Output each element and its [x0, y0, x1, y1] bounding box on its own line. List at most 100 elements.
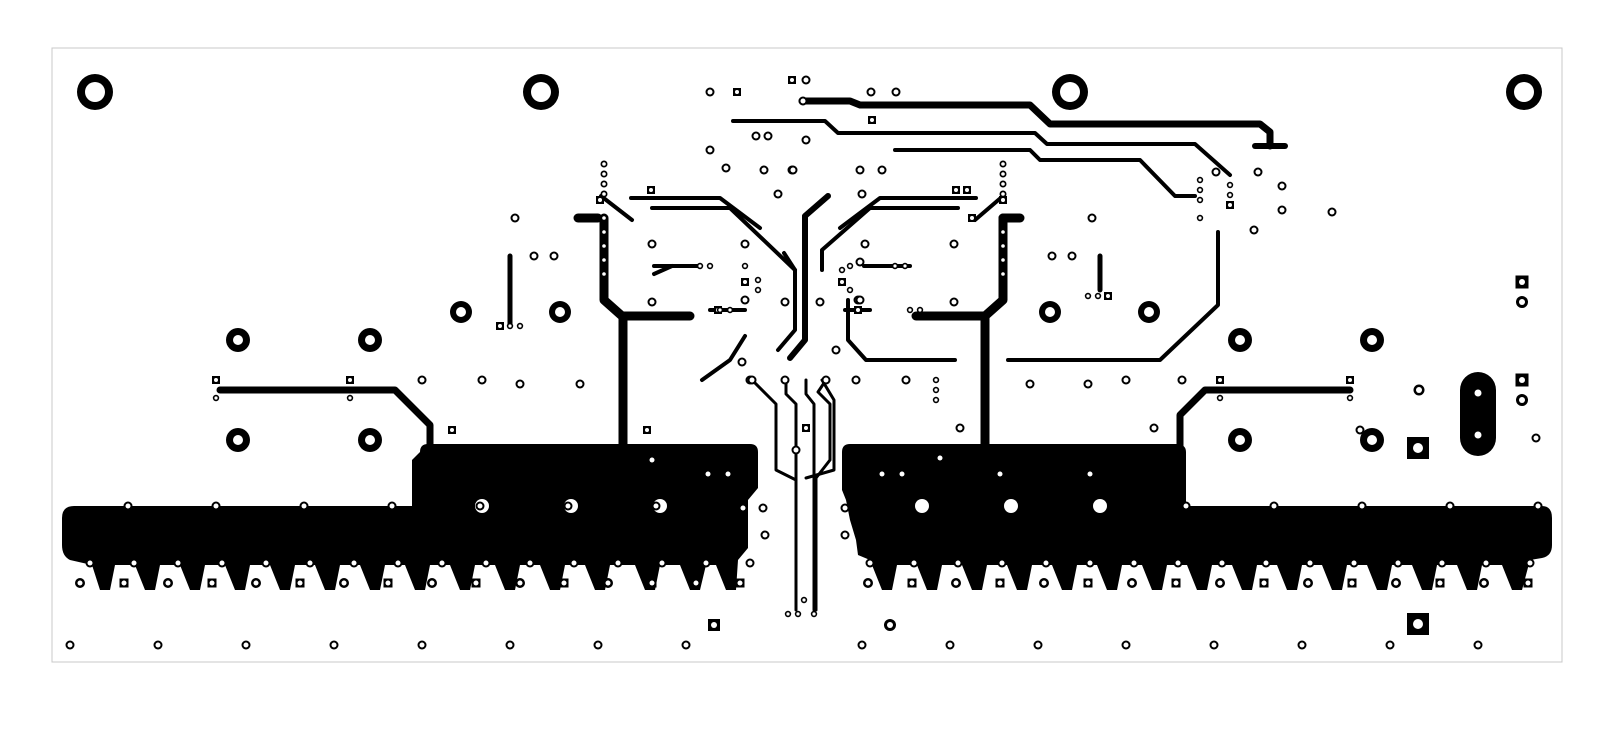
copper-trace	[798, 97, 1274, 150]
drill-hole	[790, 167, 796, 173]
drill-hole	[165, 580, 171, 586]
drill-hole	[705, 471, 711, 477]
drill-hole	[1001, 192, 1005, 196]
drill-hole	[1183, 503, 1189, 509]
drill-hole	[1004, 499, 1018, 513]
mounting-via	[80, 90, 84, 94]
trace-group	[216, 97, 1354, 612]
drill-hole	[915, 499, 929, 513]
mounting-via	[84, 81, 88, 85]
mounting-via	[530, 99, 534, 103]
drill-hole	[742, 241, 748, 247]
drill-hole	[439, 560, 445, 566]
drill-hole	[859, 191, 865, 197]
drill-hole	[531, 253, 537, 259]
drill-hole	[1519, 299, 1525, 305]
mounting-via	[1081, 90, 1085, 94]
drill-hole	[419, 377, 425, 383]
copper-trace	[1176, 386, 1229, 450]
drill-hole	[1175, 560, 1181, 566]
drill-hole	[735, 90, 739, 94]
drill-hole	[1349, 580, 1355, 586]
drill-hole	[802, 598, 806, 602]
drill-hole	[903, 377, 909, 383]
copper-trace	[776, 251, 797, 352]
drill-hole	[1271, 503, 1277, 509]
drill-hole	[707, 147, 713, 153]
drill-hole	[1001, 198, 1005, 202]
drill-hole	[918, 308, 922, 312]
copper-trace	[784, 378, 798, 612]
copper-pour	[842, 444, 1552, 590]
copper-trace	[700, 334, 747, 382]
drill-hole	[753, 133, 759, 139]
drill-hole	[803, 77, 809, 83]
drill-hole	[947, 642, 953, 648]
drill-hole	[934, 388, 938, 392]
drill-hole	[67, 642, 73, 648]
mounting-via	[548, 99, 552, 103]
drill-hole	[739, 359, 745, 365]
copper-trace	[750, 378, 798, 482]
drill-hole	[1173, 580, 1179, 586]
drill-hole	[131, 560, 137, 566]
drill-hole	[297, 580, 303, 586]
drill-hole	[649, 457, 655, 463]
drill-hole	[348, 396, 352, 400]
mounting-via	[530, 81, 534, 85]
drill-hole	[999, 560, 1005, 566]
drill-hole	[965, 188, 969, 192]
drill-hole	[1001, 162, 1005, 166]
drill-hole	[1367, 335, 1377, 345]
drill-hole	[1093, 499, 1107, 513]
drill-hole	[498, 324, 502, 328]
drill-hole	[953, 580, 959, 586]
drill-hole	[951, 299, 957, 305]
drill-hole	[653, 503, 659, 509]
drill-hole	[1413, 443, 1423, 453]
mounting-via	[1068, 103, 1072, 107]
drill-hole	[1437, 580, 1443, 586]
drill-hole	[1131, 560, 1137, 566]
drill-hole	[740, 505, 746, 511]
drill-hole	[698, 264, 702, 268]
drill-hole	[842, 532, 848, 538]
drill-hole	[1235, 335, 1245, 345]
drill-hole	[1387, 642, 1393, 648]
drill-hole	[833, 347, 839, 353]
drill-hole	[1481, 580, 1487, 586]
drill-hole	[909, 580, 915, 586]
drill-hole	[793, 447, 799, 453]
drill-hole	[121, 580, 127, 586]
copper-trace	[787, 193, 831, 361]
copper-trace	[804, 378, 836, 480]
drill-hole	[803, 137, 809, 143]
mounting-via	[1059, 99, 1063, 103]
drill-hole	[1228, 203, 1232, 207]
drill-hole	[331, 642, 337, 648]
drill-hole	[1218, 396, 1222, 400]
copper-trace	[814, 378, 832, 612]
drill-hole	[1447, 503, 1453, 509]
drill-hole	[477, 503, 483, 509]
drill-hole	[1129, 580, 1135, 586]
drill-hole	[602, 182, 606, 186]
drill-hole	[602, 162, 606, 166]
drill-hole	[1228, 193, 1232, 197]
copper-trace	[1006, 230, 1220, 362]
copper-pour-group	[62, 444, 1552, 590]
drill-hole	[1123, 377, 1129, 383]
drill-hole	[219, 560, 225, 566]
drill-hole	[602, 244, 606, 248]
drill-hole	[385, 580, 391, 586]
copper-trace	[820, 206, 960, 272]
drill-hole	[307, 560, 313, 566]
drill-hole	[1228, 183, 1232, 187]
mounting-via	[1068, 77, 1072, 81]
mounting-via	[1522, 103, 1526, 107]
drill-hole	[1041, 580, 1047, 586]
drill-hole	[1069, 253, 1075, 259]
drill-hole	[823, 377, 829, 383]
drill-hole	[649, 580, 655, 586]
drill-hole	[761, 167, 767, 173]
